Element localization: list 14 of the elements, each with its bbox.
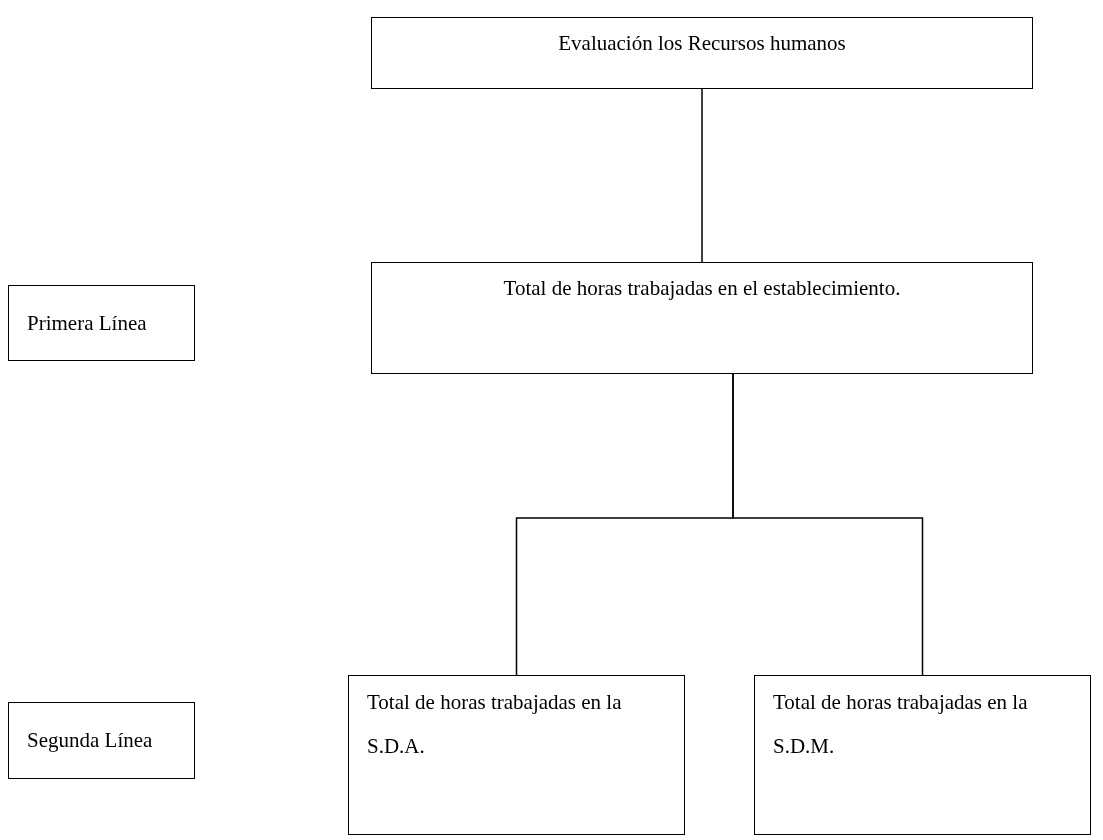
connector-line (732, 373, 924, 676)
text-box (8, 702, 195, 779)
box-label: Evaluación los Recursos humanos (557, 30, 847, 57)
box-label: Total de horas trabajadas en la S.D.M. (773, 689, 1029, 760)
text-box (8, 285, 195, 361)
text-box (371, 17, 1033, 89)
text-box (754, 675, 1091, 835)
box-label: Total de horas trabajadas en la S.D.A. (367, 689, 623, 760)
text-box (348, 675, 685, 835)
connector-line (701, 88, 703, 263)
box-label: Total de horas trabajadas en el establecimiento. (502, 275, 902, 302)
text-box (371, 262, 1033, 374)
box-label: Primera Línea (27, 310, 148, 337)
box-label: Segunda Línea (27, 727, 154, 754)
